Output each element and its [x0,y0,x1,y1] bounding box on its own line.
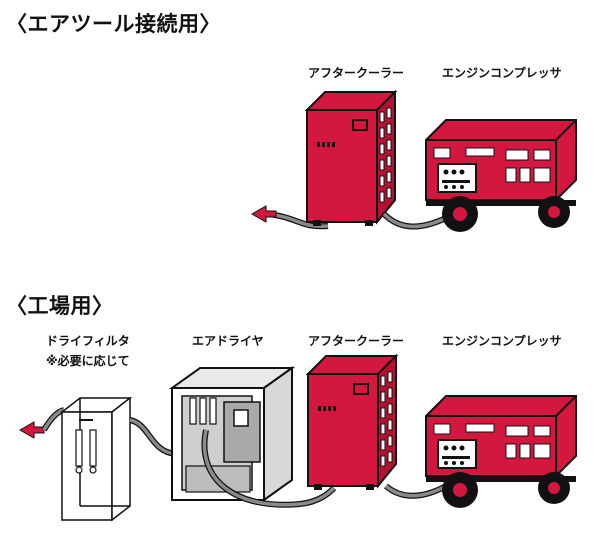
red-arrow-icon [18,421,45,439]
s2-airdryer-unit [168,366,296,502]
s2-aftercooler-unit [307,355,397,491]
red-arrow-icon [250,205,277,223]
s2-dryfilter-unit [59,396,133,522]
s2-compressor-label: エンジンコンプレッサ [442,334,562,348]
s2-dryfilter-label: ドライフィルタ [46,334,130,348]
s2-dryfilter-note: ※必要に応じて [46,354,130,368]
s2-aftercooler-label: アフタークーラー [308,334,405,348]
s2-airdryer-label: エアドライヤ [192,334,264,348]
s1-compressor-label: エンジンコンプレッサ [442,66,562,80]
s2-compressor-unit [425,395,577,509]
s1-aftercooler-label: アフタークーラー [308,66,405,80]
section-1-heading: 〈エアツール接続用〉 [6,12,221,36]
s1-aftercooler-unit [306,91,396,227]
section-2-heading: 〈工場用〉 [6,294,114,318]
s1-compressor-unit [425,119,577,233]
